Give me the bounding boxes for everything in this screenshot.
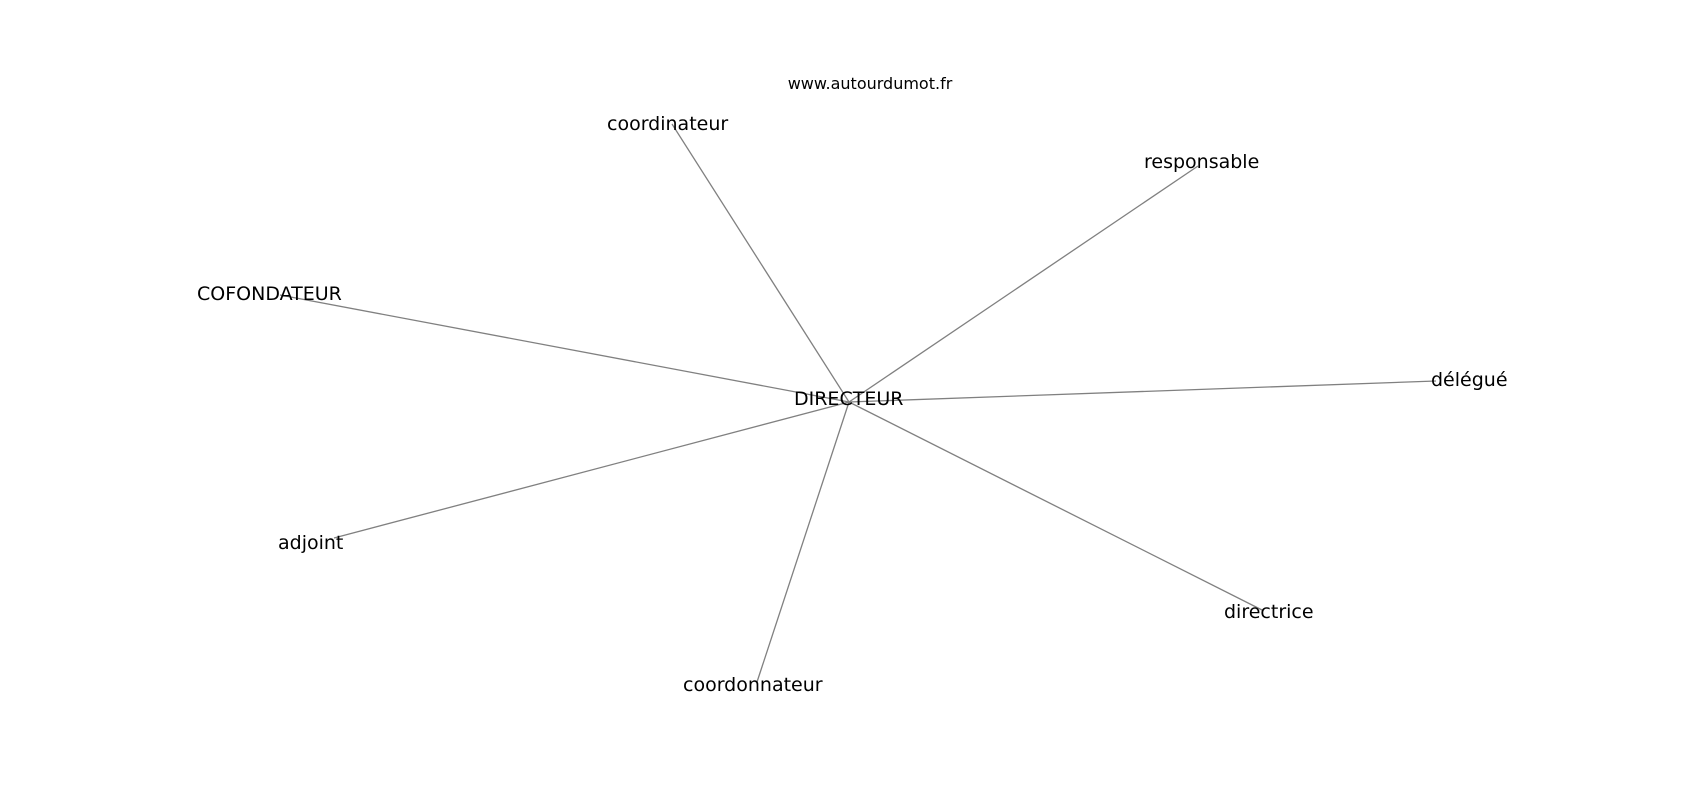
edge-delegue	[848, 380, 1437, 403]
node-responsable[interactable]: responsable	[1144, 151, 1260, 173]
edge-cofondateur	[279, 294, 850, 403]
node-delegue[interactable]: délégué	[1431, 369, 1508, 391]
edge-directrice	[848, 401, 1263, 611]
node-coordonnateur[interactable]: coordonnateur	[683, 674, 823, 696]
source-watermark: www.autourdumot.fr	[787, 74, 953, 93]
node-adjoint[interactable]: adjoint	[278, 532, 344, 554]
node-directrice[interactable]: directrice	[1224, 601, 1314, 623]
edge-coordonnateur	[756, 401, 850, 683]
node-cofondateur[interactable]: COFONDATEUR	[197, 283, 342, 305]
edge-adjoint	[333, 401, 850, 539]
edge-coordinateur	[671, 123, 850, 403]
node-coordinateur[interactable]: coordinateur	[607, 113, 729, 135]
node-center-directeur[interactable]: DIRECTEUR	[794, 388, 904, 410]
edge-responsable	[848, 165, 1199, 403]
